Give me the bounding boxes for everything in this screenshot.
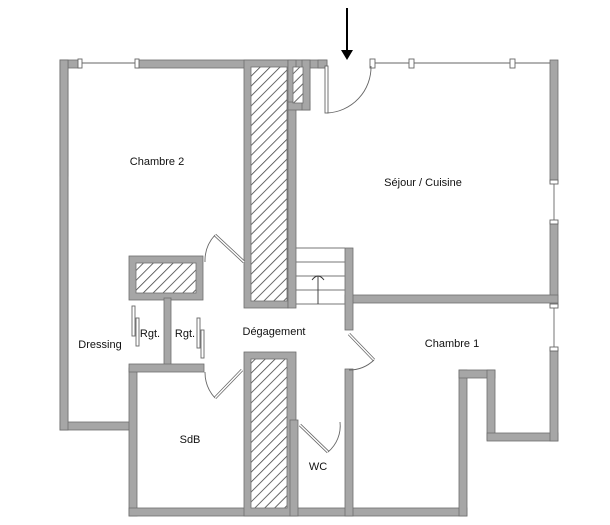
walls [59,59,559,517]
room-label-chambre-1: Chambre 1 [424,338,480,350]
room-label-degagement: Dégagement [242,326,306,338]
hatched-shaft [250,358,288,509]
staircase [296,247,345,305]
windows [77,58,559,352]
hatched-shaft [250,66,288,302]
room-label-sdb: SdB [179,434,201,446]
room-label-chambre-2: Chambre 2 [129,156,185,168]
room-label-rgt-1: Rgt. [139,328,161,340]
entrance-arrow-icon [341,8,353,60]
room-label-wc: WC [308,461,328,473]
room-label-dressing: Dressing [78,339,122,351]
doors [131,65,376,454]
room-label-sejour-cuisine: Séjour / Cuisine [384,177,462,189]
hatched-shaft [135,262,197,294]
hatched-shaft [292,66,304,104]
room-label-rgt-2: Rgt. [174,328,196,340]
